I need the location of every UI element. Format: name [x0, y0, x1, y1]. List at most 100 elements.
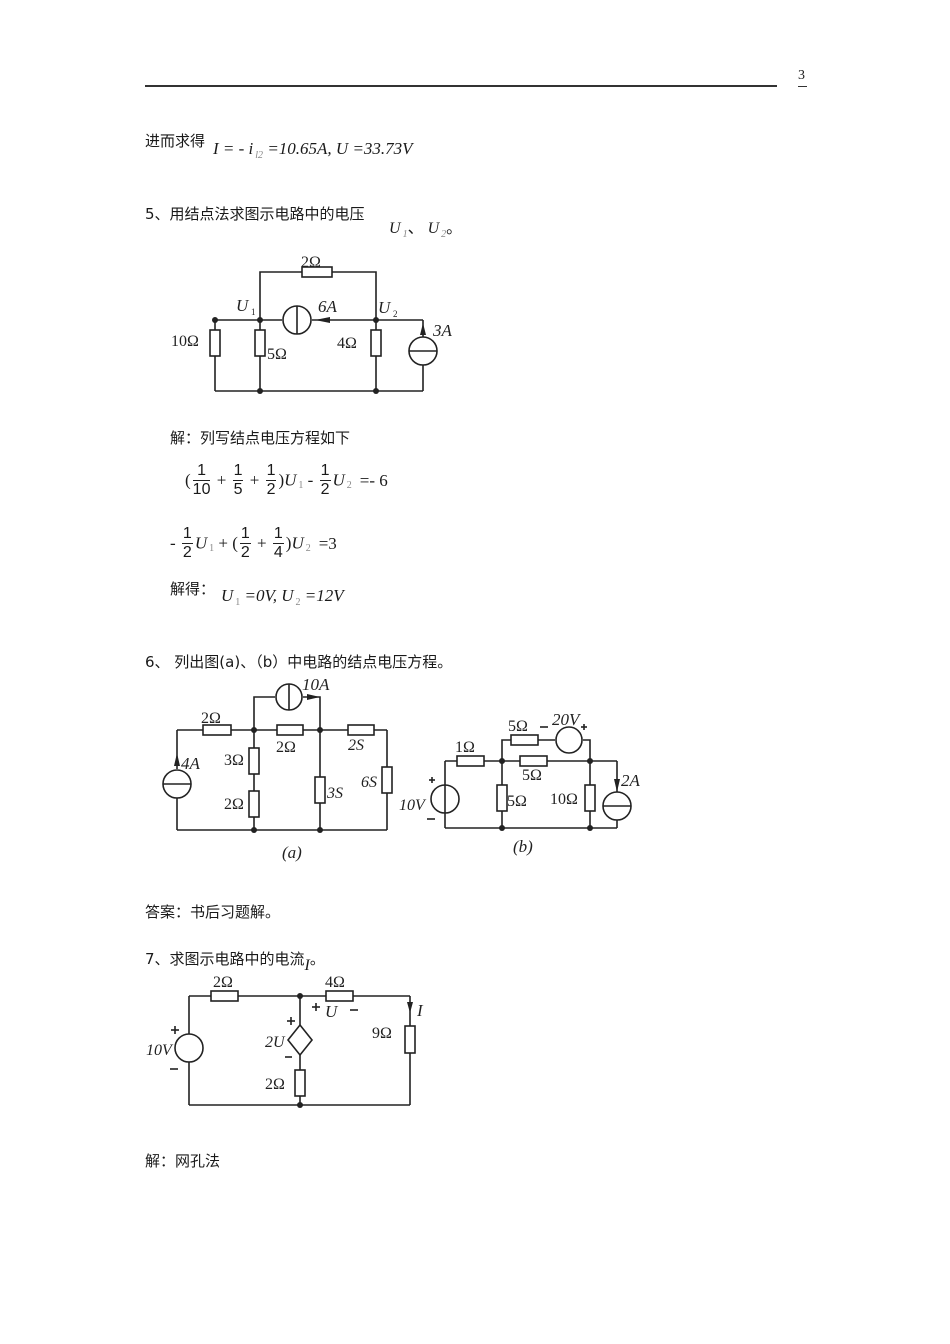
numerator: 1 — [319, 462, 331, 481]
var-i: I — [304, 957, 310, 974]
period: 。 — [446, 220, 463, 237]
numerator: 1 — [239, 525, 251, 544]
numerator: 1 — [192, 462, 211, 481]
caption-a: (a) — [282, 843, 302, 862]
label-3ohm: 3Ω — [224, 752, 244, 769]
label-1ohm: 1Ω — [455, 739, 475, 756]
formula-rest: =10.65A, U =33.73V — [263, 139, 413, 158]
label-u2-sub: 2 — [393, 309, 398, 319]
q6-title: 6、 列出图(a)、（b）中电路的结点电压方程。 — [145, 653, 453, 671]
label-2ohm-mid: 2Ω — [276, 739, 296, 756]
label-5ohm-top: 5Ω — [508, 718, 528, 735]
label-2ohm-bottom: 2Ω — [265, 1076, 285, 1093]
var-u: U — [427, 220, 440, 237]
var-u1: U — [284, 470, 297, 490]
var-sub: 1 — [402, 229, 408, 240]
label-2s: 2S — [348, 737, 364, 754]
label-2ohm-top: 2Ω — [213, 974, 233, 991]
label-10v: 10V — [146, 1042, 174, 1059]
label-10a: 10A — [302, 675, 330, 694]
var-u2: U — [281, 586, 294, 605]
var-u2: U — [332, 470, 345, 490]
separator: 、 — [407, 220, 424, 237]
q5-result-label: 解得： — [170, 580, 216, 598]
q7-title-text: 7、求图示电路中的电流 — [145, 950, 305, 968]
label-5ohm-vertical: 5Ω — [507, 793, 527, 810]
denominator: 2 — [240, 544, 250, 561]
value-u1: =0V, — [240, 586, 282, 605]
numerator: 1 — [265, 462, 277, 481]
denominator: 2 — [182, 544, 192, 561]
var-sub: 2 — [305, 543, 311, 555]
denominator: 5 — [233, 481, 243, 498]
q5-circuit-diagram: 2Ω U 1 6A U 2 3A 10Ω 5Ω 4Ω — [171, 254, 453, 394]
label-6s: 6S — [361, 774, 377, 791]
var-u1: U — [194, 533, 208, 553]
page-number-underline — [798, 86, 807, 87]
period: 。 — [309, 950, 325, 968]
var-sub: 1 — [298, 480, 304, 492]
label-u1: U — [236, 296, 250, 315]
var-sub: 2 — [441, 229, 447, 240]
label-3a: 3A — [432, 321, 453, 340]
label-2a: 2A — [621, 771, 641, 790]
q5-title: 5、用结点法求图示电路中的电压 — [145, 203, 365, 224]
formula-main: I = - i — [213, 139, 254, 158]
var-sub: 1 — [209, 543, 215, 555]
q6-circuit-b-diagram: 5Ω 20V 1Ω 5Ω 10V 5Ω 10Ω 2A (b) — [399, 710, 641, 856]
label-9ohm: 9Ω — [372, 1025, 392, 1042]
var-u2: U — [291, 533, 304, 553]
q6-circuit-a-diagram: 10A 2Ω 2Ω 2S 4A 3Ω 2Ω 3S 6S (a) — [162, 675, 393, 862]
label-10ohm: 10Ω — [171, 333, 199, 350]
label-5ohm: 5Ω — [267, 346, 287, 363]
label-u2: U — [378, 298, 392, 317]
q7-title: 7、求图示电路中的电流I。 — [145, 948, 325, 974]
label-5ohm-mid: 5Ω — [522, 767, 542, 784]
label-i: I — [416, 1001, 424, 1020]
numerator: 1 — [272, 525, 284, 544]
denominator: 10 — [192, 481, 211, 498]
caption-b: (b) — [513, 837, 533, 856]
q7-circuit-diagram: 2Ω 4Ω U I 10V 2U 9Ω 2Ω — [146, 974, 424, 1108]
label-u1-sub: 1 — [251, 307, 256, 317]
label-u: U — [325, 1002, 339, 1021]
label-2ohm: 2Ω — [301, 254, 321, 271]
label-10ohm: 10Ω — [550, 791, 578, 808]
var-sub: 1 — [235, 597, 241, 608]
label-2ohm-left: 2Ω — [201, 710, 221, 727]
q5-solution-label: 解：列写结点电压方程如下 — [170, 429, 351, 447]
numerator: 1 — [181, 525, 193, 544]
var-u: U — [389, 220, 401, 237]
rhs: =3 — [318, 533, 337, 553]
value-u2: =12V — [300, 586, 344, 605]
label-4a: 4A — [181, 754, 201, 773]
paren-open: ( — [185, 470, 191, 490]
header-rule — [145, 85, 777, 87]
label-2u: 2U — [265, 1034, 286, 1051]
denominator: 2 — [266, 481, 276, 498]
label-4ohm: 4Ω — [337, 335, 357, 352]
q5-title-text: 5、用结点法求图示电路中的电压 — [145, 205, 365, 223]
var-sub: 2 — [346, 480, 352, 492]
denominator: 4 — [273, 544, 283, 561]
numerator: 1 — [232, 462, 244, 481]
page-number: 3 — [798, 68, 805, 83]
label-20v: 20V — [552, 710, 582, 729]
q6-answer: 答案：书后习题解。 — [145, 903, 281, 921]
var-u1: U — [221, 586, 234, 605]
var-sub: 2 — [295, 597, 301, 608]
label-3s: 3S — [326, 785, 343, 802]
formula-sub: l2 — [255, 150, 264, 161]
label-2ohm-bottom: 2Ω — [224, 796, 244, 813]
